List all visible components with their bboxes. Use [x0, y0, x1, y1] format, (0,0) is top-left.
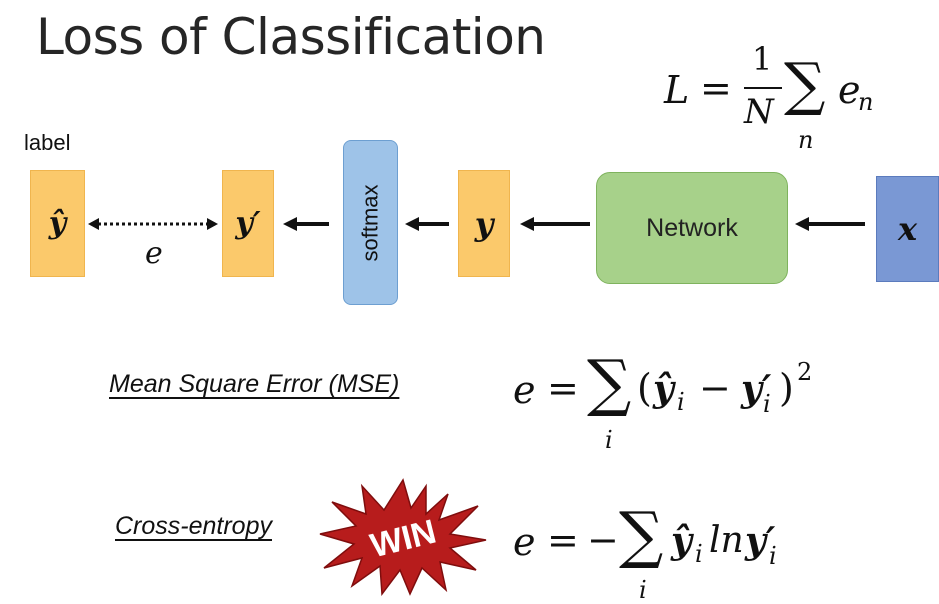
- loss-term-sub: n: [858, 88, 874, 116]
- ce-term-a: ŷ: [671, 520, 692, 562]
- mse-term-a-sub: i: [677, 388, 685, 416]
- loss-sum-symbol: ∑: [784, 50, 826, 118]
- ce-term-b: y′: [745, 520, 776, 562]
- ce-minus: −: [587, 518, 619, 562]
- page-title: Loss of Classification: [36, 8, 546, 66]
- mse-equals: =: [547, 366, 579, 410]
- target-symbol: ŷ: [48, 206, 67, 241]
- loss-lhs: L: [664, 68, 690, 112]
- mse-power: 2: [797, 358, 813, 386]
- mse-sum-symbol: ∑: [587, 346, 632, 419]
- mse-open-paren: (: [637, 366, 652, 410]
- mse-label: Mean Square Error (MSE): [109, 370, 400, 398]
- target-box: ŷ: [30, 170, 85, 277]
- ce-lhs: e: [513, 520, 536, 564]
- error-symbol: e: [145, 236, 163, 271]
- ce-term-a-sub: i: [695, 540, 703, 568]
- y-box: y: [458, 170, 510, 277]
- loss-equals: =: [700, 66, 732, 110]
- cross-entropy-equation: e = − ∑ i ŷ i ln y′ i: [505, 490, 825, 604]
- loss-denominator: N: [744, 92, 774, 132]
- network-label: Network: [646, 213, 738, 242]
- softmax-label: softmax: [357, 183, 383, 262]
- mse-term-a: ŷ: [653, 368, 674, 410]
- mse-equation: e = ∑ i ( ŷ i − y′ i ) 2: [505, 346, 835, 458]
- fraction-bar: [744, 87, 782, 89]
- win-badge: WIN: [319, 478, 487, 596]
- mse-close-paren: ): [779, 366, 794, 410]
- ce-sum-index: i: [639, 576, 647, 604]
- network-box: Network: [596, 172, 788, 284]
- input-box: x: [876, 176, 939, 282]
- input-symbol: x: [897, 210, 918, 248]
- loss-sum-index: n: [798, 126, 814, 154]
- loss-numerator: 1: [752, 40, 773, 78]
- error-double-arrow: [88, 218, 218, 230]
- ce-equals: =: [547, 518, 579, 562]
- mse-sum-index: i: [605, 426, 613, 454]
- mse-term-b: y′: [741, 368, 772, 410]
- ce-term-b-sub: i: [769, 542, 777, 570]
- arrow-network-to-y: [520, 217, 590, 231]
- arrow-softmax-to-output: [283, 217, 329, 231]
- mse-minus: −: [699, 366, 731, 410]
- arrow-y-to-softmax: [405, 217, 449, 231]
- label-caption: label: [24, 130, 71, 155]
- softmax-box: softmax: [343, 140, 398, 305]
- y-symbol: y: [474, 204, 494, 243]
- output-box: y′: [222, 170, 274, 277]
- cross-entropy-label: Cross-entropy: [115, 512, 272, 540]
- loss-term: e: [838, 68, 861, 112]
- mse-lhs: e: [513, 368, 536, 412]
- ce-ln: ln: [709, 520, 744, 561]
- loss-formula: L = 1 N ∑ n e n: [660, 40, 900, 160]
- mse-term-b-sub: i: [763, 390, 771, 418]
- output-symbol: y′: [235, 206, 261, 241]
- arrow-input-to-network: [795, 217, 865, 231]
- ce-sum-symbol: ∑: [619, 498, 664, 571]
